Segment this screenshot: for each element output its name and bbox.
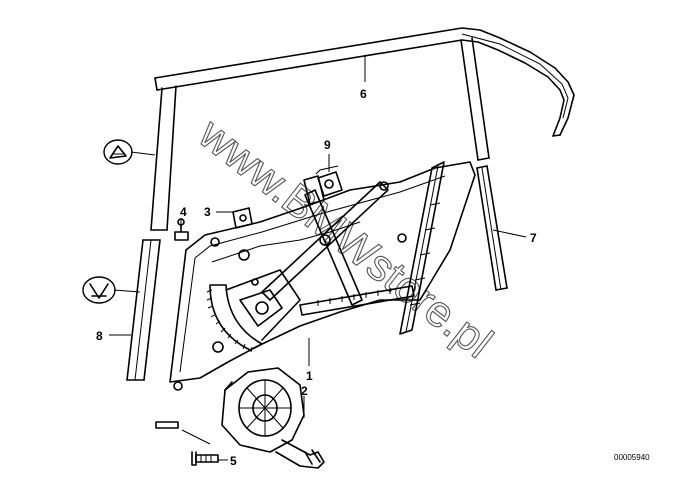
diagram-code: 00005940 bbox=[614, 453, 650, 462]
scissor-arms bbox=[261, 175, 389, 306]
callout-2: 2 bbox=[301, 384, 308, 398]
leader-lines bbox=[109, 55, 527, 461]
callout-3: 3 bbox=[204, 205, 211, 219]
callout-7: 7 bbox=[530, 231, 537, 245]
callout-8: 8 bbox=[96, 329, 103, 343]
seal-symbol-badge bbox=[82, 276, 116, 304]
right-guide-rail bbox=[476, 165, 508, 291]
upper-bracket-clip bbox=[315, 165, 343, 197]
glass-lift-rail bbox=[299, 285, 415, 316]
lower-bolt bbox=[191, 451, 219, 466]
clip-nut bbox=[232, 207, 253, 229]
callout-1: 1 bbox=[306, 369, 313, 383]
drive-motor bbox=[221, 367, 325, 469]
vertical-slide-rail bbox=[399, 161, 445, 335]
callout-4: 4 bbox=[180, 205, 187, 219]
window-channel-frame bbox=[154, 27, 575, 137]
weatherstrip-symbol-badge bbox=[103, 139, 133, 165]
callout-6: 6 bbox=[360, 87, 367, 101]
sector-gear bbox=[206, 269, 301, 353]
seal-strip bbox=[155, 421, 211, 445]
right-channel bbox=[460, 37, 490, 161]
callout-5: 5 bbox=[230, 454, 237, 468]
left-guide-rail bbox=[126, 239, 161, 381]
callout-9: 9 bbox=[324, 138, 331, 152]
left-upper-channel bbox=[150, 85, 177, 231]
